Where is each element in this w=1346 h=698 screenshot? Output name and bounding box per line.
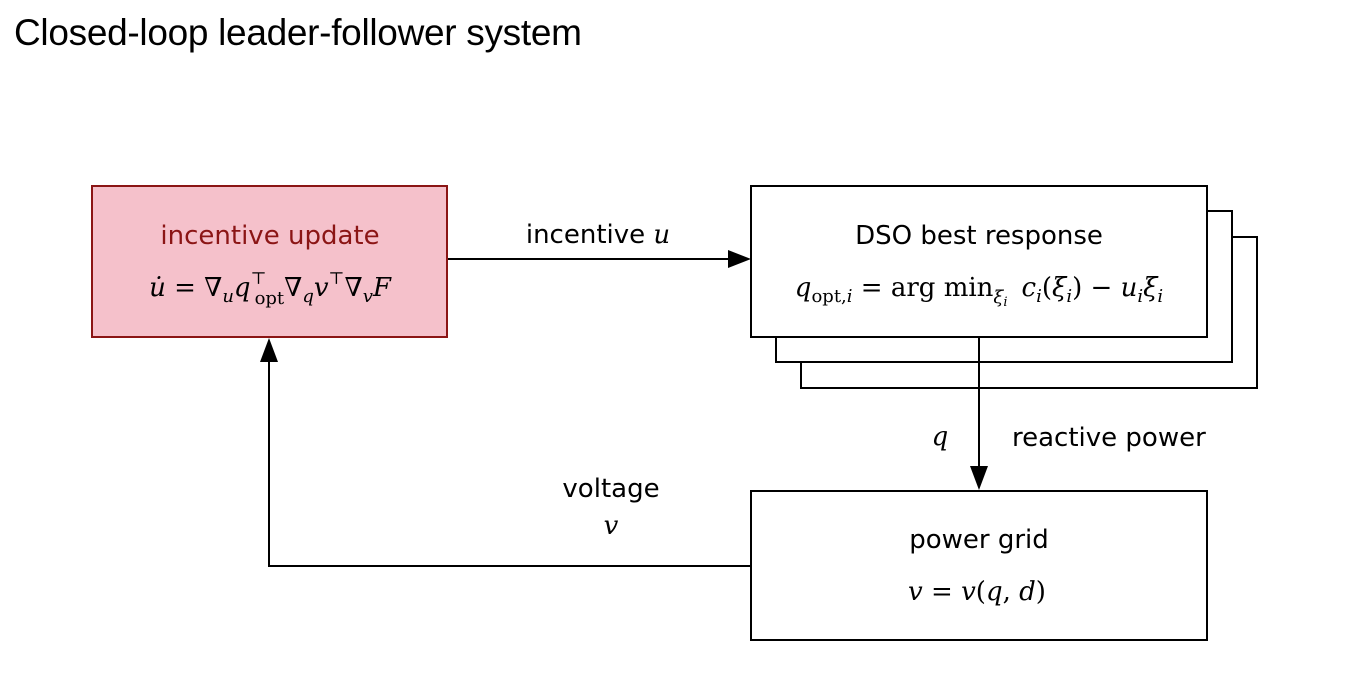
edge-reactive-power-arrowhead bbox=[970, 466, 988, 490]
edge-voltage-text: voltage bbox=[562, 474, 659, 504]
edge-reactive-power-symbol: q bbox=[932, 422, 949, 452]
eq-sub-u: u bbox=[222, 286, 234, 307]
pg-eq-equals: = bbox=[923, 577, 961, 607]
eq-sup-transpose-2: ⊤ bbox=[329, 269, 345, 289]
dso-eq-q: q bbox=[795, 273, 812, 303]
dso-eq-sub-xi: ξ bbox=[993, 287, 1004, 308]
pg-eq-v2: v bbox=[961, 577, 976, 607]
eq-q: q bbox=[234, 273, 251, 303]
eq-nabla-2: ∇ bbox=[284, 273, 302, 303]
eq-sup-transpose-1: ⊤ bbox=[251, 269, 267, 289]
edge-voltage-symbol: v bbox=[604, 511, 619, 541]
dso-eq-c: c bbox=[1022, 273, 1037, 303]
pg-eq-d: d bbox=[1019, 577, 1036, 607]
edge-voltage-line bbox=[268, 362, 751, 567]
eq-sub-opt: opt bbox=[255, 288, 285, 309]
power-grid-box[interactable] bbox=[750, 490, 1208, 641]
edge-incentive-text: incentive bbox=[526, 220, 654, 250]
pg-eq-close: ) bbox=[1036, 577, 1046, 607]
eq-F: F bbox=[372, 273, 392, 303]
dso-eq-sub-xi-i: i bbox=[1003, 295, 1007, 310]
dso-eq-argmin: = arg min bbox=[853, 273, 994, 303]
eq-udot: u̇ bbox=[149, 273, 166, 303]
dso-best-response-box[interactable] bbox=[750, 185, 1208, 338]
dso-eq-paren-close: ) bbox=[1072, 273, 1082, 303]
dso-eq-xi: ξ bbox=[1052, 273, 1068, 303]
dso-eq-sub-xi3-i: i bbox=[1157, 286, 1163, 307]
edge-incentive-arrowhead bbox=[728, 250, 751, 268]
dso-eq-sub-c-i: i bbox=[1036, 286, 1042, 307]
eq-sub-v: v bbox=[363, 286, 373, 307]
incentive-update-equation: u̇ = ∇uq⊤opt∇qv⊤∇vF bbox=[149, 269, 392, 309]
pg-eq-open: ( bbox=[976, 577, 986, 607]
incentive-update-box[interactable] bbox=[91, 185, 448, 338]
dso-eq-sub-opt: opt, bbox=[811, 286, 846, 307]
edge-incentive-label: incentive u bbox=[526, 220, 670, 250]
dso-eq-sub-u-i: i bbox=[1137, 286, 1143, 307]
dso-eq-sub-i: i bbox=[847, 286, 853, 307]
diagram-title: Closed-loop leader-follower system bbox=[14, 12, 582, 53]
pg-eq-v: v bbox=[908, 577, 923, 607]
power-grid-label: power grid bbox=[909, 525, 1049, 555]
eq-nabla-3: ∇ bbox=[345, 273, 363, 303]
edge-reactive-power-text: reactive power bbox=[1012, 423, 1206, 453]
power-grid-equation: v = v(q, d) bbox=[908, 577, 1046, 607]
dso-eq-xi3: ξ bbox=[1143, 273, 1159, 303]
dso-eq-sub-xi2-i: i bbox=[1066, 286, 1072, 307]
edge-incentive-symbol: u bbox=[653, 220, 670, 250]
pg-eq-comma: , bbox=[1003, 577, 1020, 607]
eq-sub-q: q bbox=[302, 286, 314, 307]
dso-eq-minus: − bbox=[1082, 273, 1120, 303]
eq-v: v bbox=[314, 273, 329, 303]
eq-nabla-1: ∇ bbox=[204, 273, 222, 303]
eq-equals: = bbox=[166, 273, 204, 303]
edge-voltage-arrowhead bbox=[260, 338, 278, 362]
pg-eq-q: q bbox=[986, 577, 1003, 607]
dso-eq-paren-open: ( bbox=[1042, 273, 1052, 303]
incentive-update-label: incentive update bbox=[160, 221, 379, 251]
dso-eq-u: u bbox=[1121, 273, 1138, 303]
dso-best-response-label: DSO best response bbox=[855, 221, 1103, 251]
